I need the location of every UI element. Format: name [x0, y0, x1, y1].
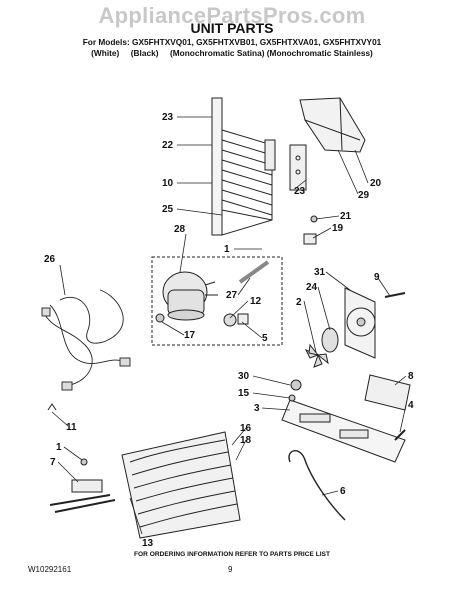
callout-16: 16 — [240, 423, 252, 434]
callout-8: 8 — [408, 371, 414, 382]
leader-lines — [51, 116, 407, 535]
callout-31: 31 — [314, 267, 326, 278]
callout-12: 12 — [250, 296, 262, 307]
callout-22: 22 — [162, 140, 174, 151]
callout-11: 11 — [66, 422, 77, 433]
model-list: For Models: GX5FHTXVQ01, GX5FHTXVB01, GX… — [82, 37, 382, 47]
callout-27: 27 — [226, 290, 238, 301]
drain-pan-drawing — [121, 431, 241, 539]
callout-28: 28 — [174, 224, 186, 235]
callout-6: 6 — [340, 486, 346, 497]
page-number: 9 — [228, 565, 233, 574]
callout-21: 21 — [340, 211, 352, 222]
callout-19: 19 — [332, 223, 344, 234]
base-plate-drawing — [281, 399, 406, 463]
callout-17: 17 — [184, 330, 196, 341]
wiring-harness-drawing — [41, 289, 131, 391]
condenser-drawing — [211, 97, 307, 236]
callout-13: 13 — [142, 538, 154, 549]
callout-26: 26 — [44, 254, 56, 265]
callout-18: 18 — [240, 435, 252, 446]
color-list: (White) (Black) (Monochromatic Satina) (… — [91, 48, 373, 58]
page-title: UNIT PARTS — [190, 20, 274, 36]
callout-15: 15 — [238, 388, 250, 399]
callout-4: 4 — [408, 400, 414, 411]
callout-9: 9 — [374, 272, 380, 283]
compressor-group — [151, 256, 283, 346]
callout-20: 20 — [370, 178, 382, 189]
callout-5: 5 — [262, 333, 268, 344]
document-id: W10292161 — [28, 565, 72, 574]
compressor-drawing — [155, 271, 218, 323]
callout-2: 2 — [296, 297, 302, 308]
fan-blade-drawing — [304, 343, 329, 368]
callout-25: 25 — [162, 204, 174, 215]
callout-10: 10 — [162, 178, 174, 189]
callout-7: 7 — [50, 457, 56, 468]
callout-23a: 23 — [162, 112, 174, 123]
callout-30: 30 — [238, 371, 250, 382]
callout-1b: 1 — [56, 442, 62, 453]
fan-shroud-drawing — [344, 287, 376, 359]
duct-drawing — [299, 97, 366, 153]
callout-1a: 1 — [224, 244, 230, 255]
callout-29: 29 — [358, 190, 370, 201]
watermark: AppliancePartsPros.com — [98, 3, 366, 28]
callout-24: 24 — [306, 282, 318, 293]
callout-labels: 23 22 10 25 28 1 26 27 12 17 5 20 29 23 … — [44, 112, 414, 549]
callout-3: 3 — [254, 403, 260, 414]
callout-23b: 23 — [294, 186, 306, 197]
ordering-note: FOR ORDERING INFORMATION REFER TO PARTS … — [134, 551, 330, 558]
